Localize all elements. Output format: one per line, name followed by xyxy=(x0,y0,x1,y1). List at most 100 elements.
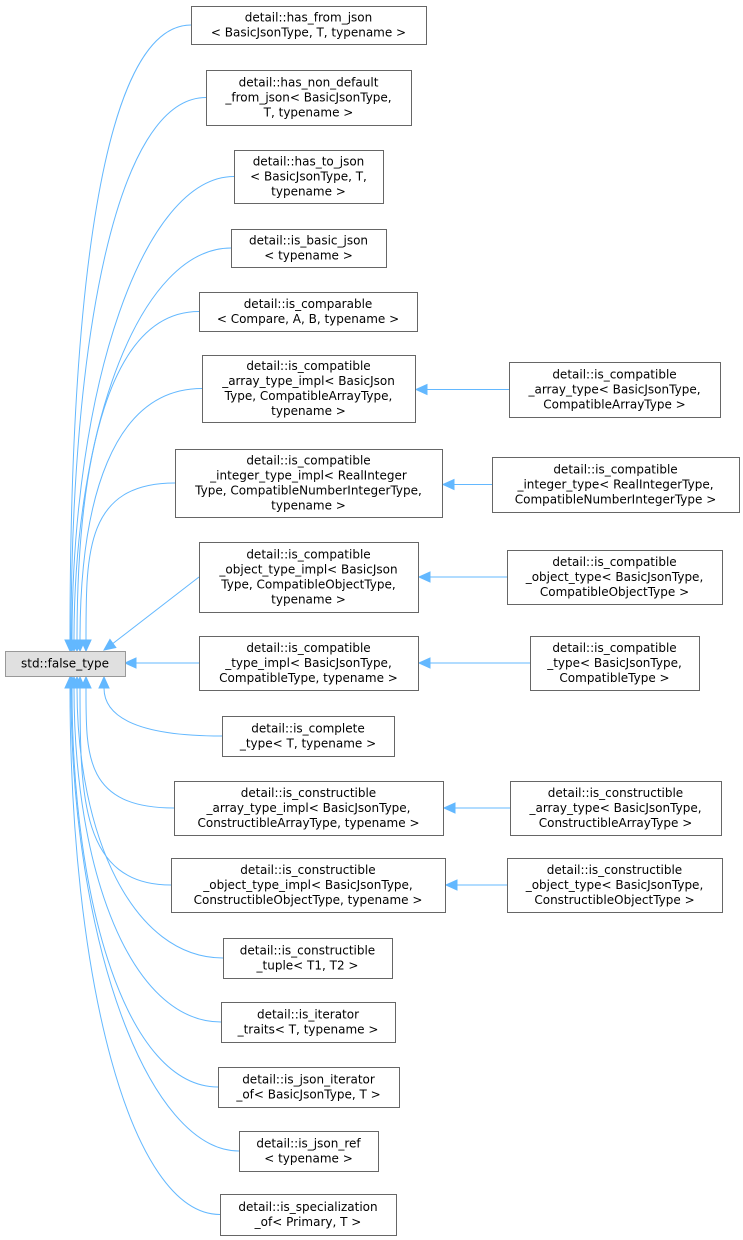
edge-is_compatible_array_type_impl-to-false_type xyxy=(74,388,203,653)
inheritance-line xyxy=(85,687,175,809)
class-node-box xyxy=(507,858,723,913)
class-node-is_compatible_object_type[interactable]: detail::is_compatible_object_type< Basic… xyxy=(507,550,723,605)
class-name-line: < typename > xyxy=(264,249,353,263)
class-node-is_constructible_array_type[interactable]: detail::is_constructible_array_type< Bas… xyxy=(510,781,722,836)
class-name-line: _array_type_impl< BasicJsonType, xyxy=(206,801,411,815)
class-name-line: detail::has_from_json xyxy=(245,11,372,25)
class-name-line: detail::is_compatible xyxy=(553,463,677,477)
edge-is_compatible_array_type-to-is_compatible_array_type_impl xyxy=(414,383,509,396)
inheritance-line xyxy=(69,24,192,641)
class-node-box xyxy=(220,1194,397,1236)
class-name-line: ConstructibleArrayType, typename > xyxy=(197,816,419,830)
class-node-is_compatible_array_type_impl[interactable]: detail::is_compatible_array_type_impl< B… xyxy=(202,355,416,423)
class-node-is_constructible_object_type[interactable]: detail::is_constructible_object_type< Ba… xyxy=(507,858,723,913)
class-name-line: CompatibleType > xyxy=(559,671,669,685)
class-name-line: _array_type< BasicJsonType, xyxy=(527,383,700,397)
class-name-line: < BasicJsonType, T, xyxy=(250,170,367,184)
class-node-is_constructible_array_type_impl[interactable]: detail::is_constructible_array_type_impl… xyxy=(174,781,444,836)
class-name-line: CompatibleType, typename > xyxy=(219,671,398,685)
class-name-line: _of< Primary, T > xyxy=(254,1215,362,1229)
inheritance-arrowhead xyxy=(80,639,92,653)
class-node-box xyxy=(223,938,393,979)
class-name-line: _from_json< BasicJsonType, xyxy=(224,91,391,105)
class-node-box xyxy=(199,292,418,332)
class-name-line: T, typename > xyxy=(263,106,354,120)
class-node-is_compatible_integer_type_impl[interactable]: detail::is_compatible_integer_type_impl<… xyxy=(175,449,443,518)
class-name-line: detail::is_comparable xyxy=(244,297,373,311)
inheritance-arrowhead xyxy=(442,802,456,814)
class-node-is_compatible_object_type_impl[interactable]: detail::is_compatible_object_type_impl< … xyxy=(199,542,419,613)
class-node-box xyxy=(509,362,721,418)
class-name-line: detail::is_json_ref xyxy=(256,1137,361,1151)
class-node-box xyxy=(239,1131,379,1172)
class-name-line: CompatibleArrayType > xyxy=(543,398,686,412)
class-name-line: detail::is_complete xyxy=(251,722,364,736)
inheritance-arrowhead xyxy=(98,675,110,689)
class-node-is_complete_type[interactable]: detail::is_complete_type< T, typename > xyxy=(222,716,395,757)
edge-has_non_default_from_json-to-false_type xyxy=(65,97,207,653)
edge-is_compatible_object_type-to-is_compatible_object_type_impl xyxy=(417,571,507,583)
class-node-is_compatible_type[interactable]: detail::is_compatible_type< BasicJsonTyp… xyxy=(530,636,700,691)
class-name-line: < Compare, A, B, typename > xyxy=(217,312,399,326)
class-name-line: _tuple< T1, T2 > xyxy=(256,959,359,973)
inheritance-arrowhead xyxy=(444,879,458,891)
class-name-line: detail::is_compatible xyxy=(552,368,676,382)
class-node-is_constructible_tuple[interactable]: detail::is_constructible_tuple< T1, T2 > xyxy=(223,938,393,979)
class-node-false_type: std::false_type xyxy=(5,651,126,677)
class-node-box xyxy=(171,858,446,913)
class-node-box xyxy=(231,229,387,268)
inheritance-line xyxy=(71,176,235,641)
inheritance-arrowhead xyxy=(123,657,137,669)
class-name-line: detail::is_compatible xyxy=(552,555,676,569)
class-node-is_comparable[interactable]: detail::is_comparable< Compare, A, B, ty… xyxy=(199,292,418,332)
inheritance-arrowhead xyxy=(414,383,428,396)
class-node-box xyxy=(175,449,443,518)
class-node-box xyxy=(191,6,427,45)
class-node-has_to_json[interactable]: detail::has_to_json< BasicJsonType, T,ty… xyxy=(234,150,384,204)
class-name-line: detail::is_constructible xyxy=(241,786,376,800)
edge-is_constructible_array_type_impl-to-false_type xyxy=(80,675,175,809)
edge-is_json_ref-to-false_type xyxy=(65,675,240,1152)
edge-is_complete_type-to-false_type xyxy=(98,675,223,737)
class-name-line: detail::is_specialization xyxy=(238,1200,377,1214)
class-name-line: typename > xyxy=(271,404,346,418)
inheritance-arrowhead xyxy=(417,571,431,583)
class-node-is_iterator_traits[interactable]: detail::is_iterator_traits< T, typename … xyxy=(221,1002,396,1043)
class-node-has_from_json[interactable]: detail::has_from_json< BasicJsonType, T,… xyxy=(191,6,427,45)
class-node-is_specialization_of[interactable]: detail::is_specialization_of< Primary, T… xyxy=(220,1194,397,1236)
class-node-is_json_ref[interactable]: detail::is_json_ref< typename > xyxy=(239,1131,379,1172)
class-node-is_compatible_type_impl[interactable]: detail::is_compatible_type_impl< BasicJs… xyxy=(199,636,419,691)
class-node-is_json_iterator_of[interactable]: detail::is_json_iterator_of< BasicJsonTy… xyxy=(218,1067,400,1108)
edge-is_compatible_object_type_impl-to-false_type xyxy=(103,576,200,651)
edge-is_constructible_object_type-to-is_constructible_object_type_impl xyxy=(444,879,507,891)
class-name-line: ConstructibleObjectType > xyxy=(534,893,694,907)
inheritance-line xyxy=(76,311,200,641)
class-name-line: _array_type_impl< BasicJson xyxy=(221,374,395,388)
class-node-is_basic_json[interactable]: detail::is_basic_json< typename > xyxy=(231,229,387,268)
inheritance-line xyxy=(70,97,207,641)
class-node-box xyxy=(530,636,700,691)
class-node-is_compatible_integer_type[interactable]: detail::is_compatible_integer_type< Real… xyxy=(492,457,740,513)
inheritance-line xyxy=(69,687,221,1215)
class-name-line: detail::is_iterator xyxy=(257,1008,359,1022)
class-node-box xyxy=(507,550,723,605)
class-node-box xyxy=(234,150,384,204)
class-name-line: detail::is_constructible xyxy=(547,863,682,877)
class-node-box xyxy=(222,716,395,757)
inheritance-line xyxy=(85,482,176,641)
class-node-is_constructible_object_type_impl[interactable]: detail::is_constructible_object_type_imp… xyxy=(171,858,446,913)
class-node-box xyxy=(199,636,419,691)
class-name-line: detail::is_json_iterator xyxy=(242,1073,375,1087)
class-node-has_non_default_from_json[interactable]: detail::has_non_default_from_json< Basic… xyxy=(206,70,412,126)
class-name-line: Type, CompatibleNumberIntegerType, xyxy=(194,484,422,498)
class-node-box xyxy=(5,651,126,677)
class-name-line: typename > xyxy=(271,185,346,199)
edge-is_compatible_integer_type_impl-to-false_type xyxy=(80,482,176,653)
class-name-line: _object_type_impl< BasicJson xyxy=(218,563,397,577)
class-node-is_compatible_array_type[interactable]: detail::is_compatible_array_type< BasicJ… xyxy=(509,362,721,418)
inheritance-arrowhead xyxy=(417,657,431,669)
class-name-line: CompatibleNumberIntegerType > xyxy=(515,493,717,507)
class-name-line: detail::is_basic_json xyxy=(249,234,368,248)
edge-is_specialization_of-to-false_type xyxy=(64,675,221,1215)
edge-is_compatible_integer_type-to-is_compatible_integer_type_impl xyxy=(441,478,492,491)
